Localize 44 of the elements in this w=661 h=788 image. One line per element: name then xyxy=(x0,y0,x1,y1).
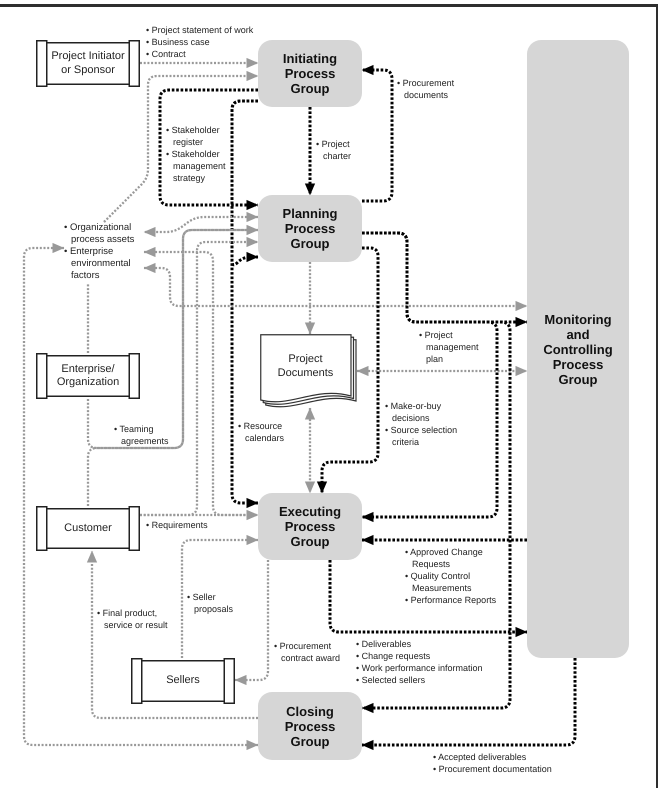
edge-label: • Accepted deliverables • Procurement documentation xyxy=(433,751,552,775)
process-group-box: Closing Process Group xyxy=(258,692,362,760)
dotted-arrow xyxy=(304,262,316,334)
bullet-list: • Organizational process assets • Enterprise environmental factors xyxy=(64,222,144,284)
edge-label: • Procurement contract award xyxy=(274,640,342,664)
dotted-arrow xyxy=(103,70,258,223)
edge-label: • Deliverables • Change requests • Work performance information • Selected sellers xyxy=(356,638,483,686)
edge-label: • Project statement of work • Business case • Contract xyxy=(146,24,254,60)
dotted-arrow xyxy=(230,100,258,266)
dotted-arrow xyxy=(362,232,512,714)
dotted-arrow xyxy=(362,534,527,546)
dotted-arrow xyxy=(86,224,258,506)
dotted-arrow xyxy=(234,560,270,686)
edge-label: • Project management plan xyxy=(419,329,480,365)
process-group-box: Initiating Process Group xyxy=(258,40,362,107)
edge-label: • Make-or-buy decisions • Source selection criteria xyxy=(385,400,458,448)
edge-label: • Resource calendars xyxy=(238,420,286,444)
dotted-arrow xyxy=(304,408,316,494)
dotted-arrow xyxy=(362,64,394,202)
process-group-box: Planning Process Group xyxy=(258,195,362,262)
dotted-arrow xyxy=(158,88,258,210)
edge-label: • Approved Change Requests • Quality Control Measurements • Performance Reports xyxy=(405,546,498,606)
dotted-arrow xyxy=(144,212,258,238)
dotted-line xyxy=(86,284,90,353)
edge-label: • Requirements xyxy=(146,519,209,531)
dotted-arrow xyxy=(140,58,258,68)
dotted-arrow xyxy=(22,242,258,750)
document-stack: Project Documents xyxy=(260,334,357,408)
dotted-arrow xyxy=(362,658,576,750)
edge-label: • Project charter xyxy=(316,138,352,162)
dotted-arrow xyxy=(356,366,528,376)
process-group-box: Monitoring and Controlling Process Group xyxy=(527,40,629,658)
edge-label: • Teaming agreements xyxy=(114,423,170,447)
edge-label: • Final product, service or result xyxy=(97,607,169,631)
process-group-box: Executing Process Group xyxy=(258,493,362,560)
dotted-arrow xyxy=(316,246,380,494)
dotted-arrow xyxy=(328,560,528,638)
dotted-arrow xyxy=(304,107,316,196)
dotted-arrow xyxy=(86,550,258,720)
dotted-arrow xyxy=(144,262,528,312)
dotted-arrow xyxy=(180,534,258,658)
edge-label: • Seller proposals xyxy=(187,591,234,615)
edge-label: • Stakeholder register • Stakeholder management strategy xyxy=(166,124,226,184)
edge-label: • Procurement documents xyxy=(397,77,456,101)
